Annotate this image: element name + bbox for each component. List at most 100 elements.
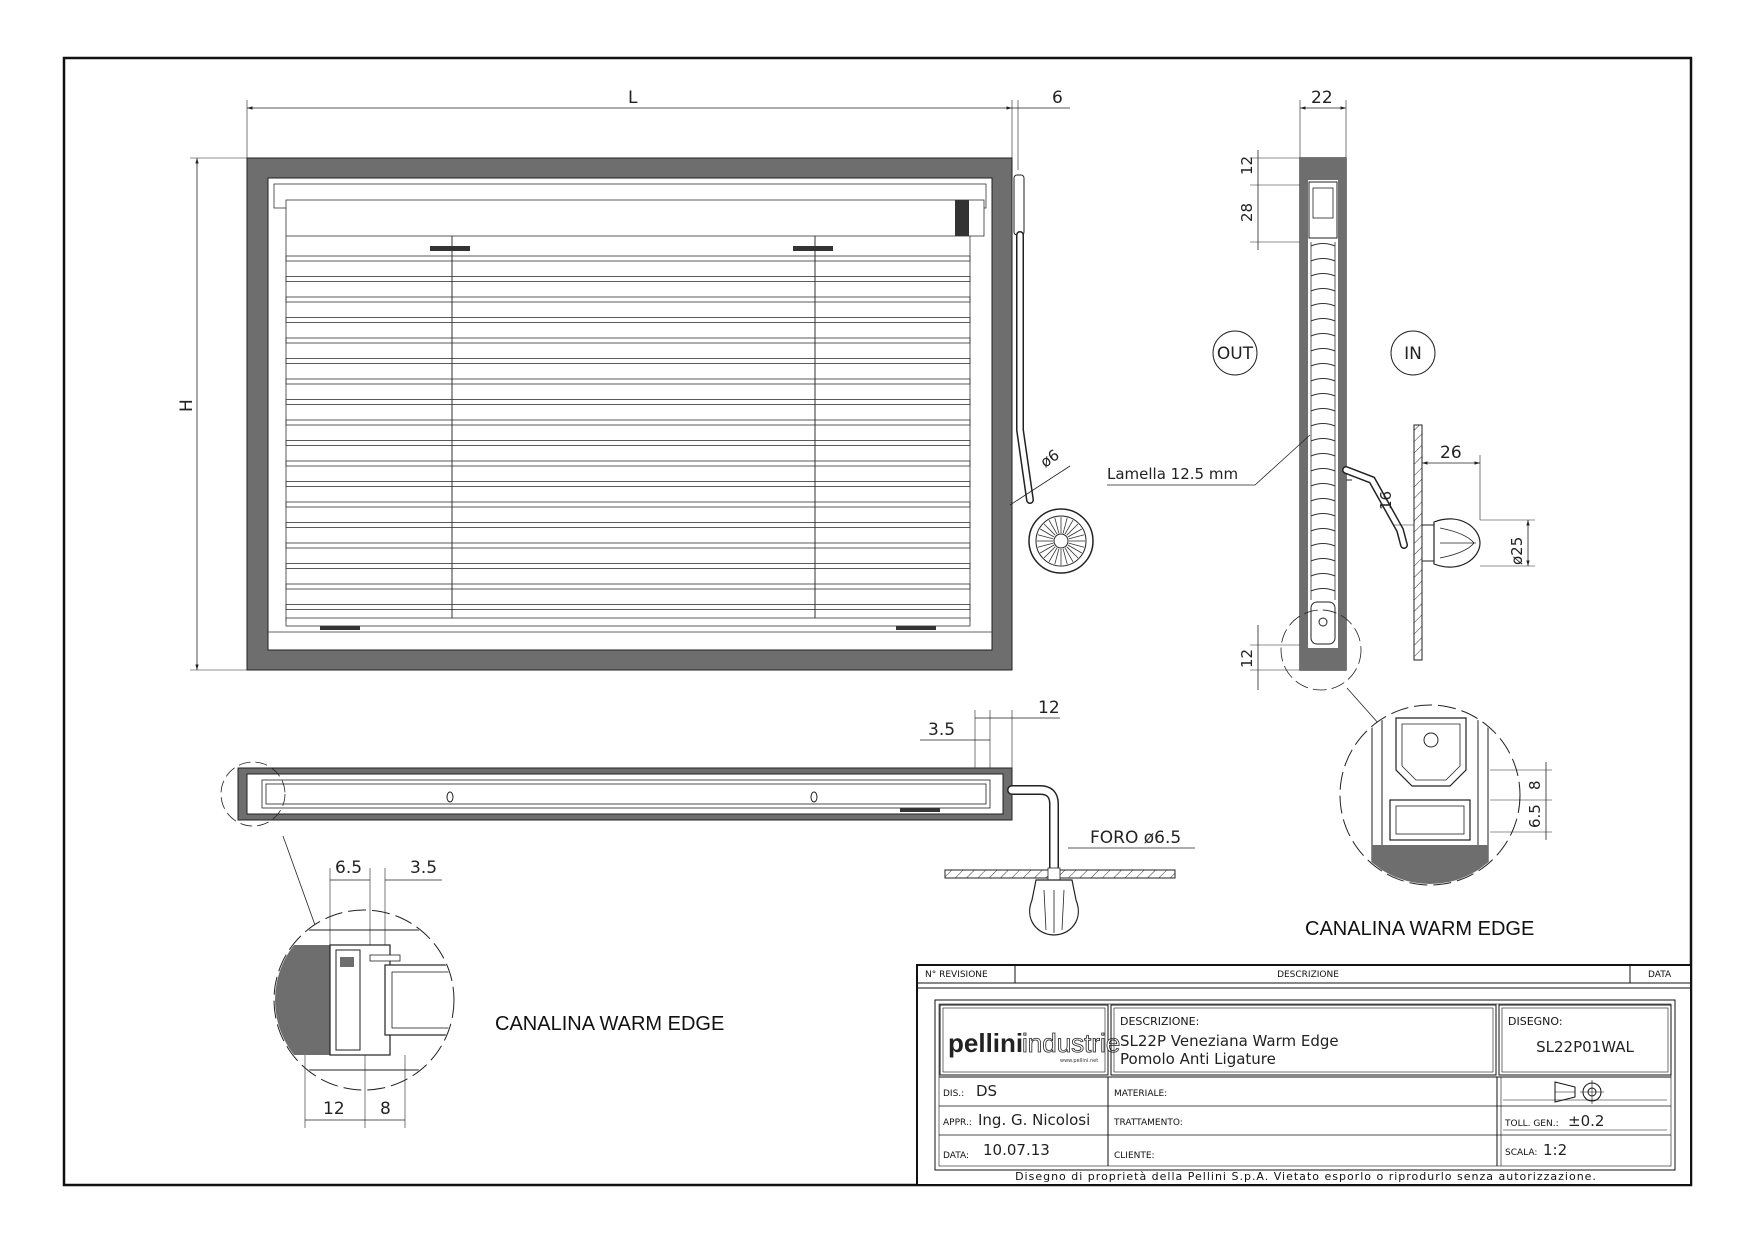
section-slat	[1310, 318, 1336, 322]
rev-header: N° REVISIONE	[925, 970, 988, 980]
logo-main: pellini	[948, 1028, 1023, 1058]
drawing-number: SL22P01WAL	[1536, 1038, 1634, 1056]
knob-plan	[1029, 879, 1079, 936]
label-out: OUT	[1212, 330, 1258, 376]
dim-depth-label: 22	[1311, 88, 1333, 108]
glass-area	[267, 177, 993, 651]
appr-label: APPR.:	[943, 1118, 972, 1128]
knob-ridge	[1054, 548, 1060, 565]
appr-value: Ing. G. Nicolosi	[978, 1111, 1090, 1129]
knob-ridge	[1040, 544, 1055, 554]
dim-top-b-label: 28	[1238, 203, 1256, 222]
slat	[285, 358, 971, 364]
slat	[285, 296, 971, 303]
dim-detail-left-c: 12	[323, 1099, 345, 1119]
section-slat	[1310, 543, 1336, 547]
date-label: DATA:	[943, 1151, 969, 1161]
knob-ridge	[1054, 517, 1060, 534]
section-slat	[1310, 348, 1336, 352]
dim-offset-label: 6	[1052, 88, 1063, 108]
knob-ridge	[1062, 548, 1068, 565]
knob-front	[1028, 508, 1094, 574]
material-label: MATERIALE:	[1114, 1089, 1167, 1099]
slat	[285, 563, 971, 569]
sheet-border	[62, 56, 1693, 1187]
knob-ridge	[1067, 544, 1082, 554]
knob-ridge	[1068, 534, 1085, 540]
section-slat	[1310, 288, 1336, 292]
slat	[285, 604, 971, 610]
section-slat	[1310, 363, 1336, 367]
knob-side	[1421, 518, 1481, 568]
slat	[285, 419, 971, 426]
section-slat	[1310, 483, 1336, 487]
label-in: IN	[1390, 330, 1436, 376]
front-view: L 6 H	[177, 88, 1094, 671]
slat	[285, 501, 971, 508]
logo-url: www.pellini.net	[1060, 1058, 1098, 1064]
slat	[285, 276, 971, 282]
scale-value: 1:2	[1543, 1141, 1567, 1159]
section-slat	[1310, 243, 1336, 247]
section-slat	[1310, 498, 1336, 502]
section-slat	[1310, 273, 1336, 277]
drawing-label: DISEGNO:	[1508, 1015, 1563, 1028]
dim-detail-right-b: 6.5	[1526, 804, 1544, 828]
ladder-cord	[1310, 242, 1336, 600]
dim-rod-label: ø6	[1037, 446, 1063, 471]
section-slat	[1310, 513, 1336, 517]
slat	[285, 481, 971, 487]
section-slats	[1310, 242, 1336, 600]
side-section: 22 12 28 12 OUT IN Lamella 12.5 mm	[1107, 88, 1535, 691]
dim-top-a-label: 12	[1238, 156, 1256, 175]
section-slat	[1310, 438, 1336, 442]
section-slat	[1310, 258, 1336, 262]
dim-detail-right-a: 8	[1526, 780, 1544, 790]
dim-detail-left-b: 3.5	[410, 858, 437, 878]
knob-ridge	[1064, 520, 1074, 535]
date-value: 10.07.13	[983, 1141, 1050, 1159]
knob-ridge	[1067, 528, 1082, 538]
scale-label: SCALA:	[1505, 1148, 1537, 1158]
knob-ridge	[1037, 534, 1054, 540]
tol-label: TOLL. GEN.:	[1504, 1119, 1559, 1129]
slat	[285, 337, 971, 344]
desc-header: DESCRIZIONE	[1277, 970, 1339, 980]
dis-value: DS	[976, 1082, 997, 1100]
slat	[285, 542, 971, 549]
detail-right-caption: CANALINA WARM EDGE	[1305, 918, 1534, 940]
client-label: CLIENTE:	[1114, 1151, 1155, 1161]
dim-height-label: H	[177, 399, 197, 412]
section-slat	[1310, 588, 1336, 592]
section-slat	[1310, 468, 1336, 472]
logo-sub: industrie	[1022, 1028, 1120, 1058]
knob-ridge	[1048, 520, 1058, 535]
slat	[285, 317, 971, 323]
section-slat	[1310, 303, 1336, 307]
date-header: DATA	[1648, 970, 1672, 980]
dim-width-label: L	[628, 88, 638, 108]
projection-symbol-icon	[1554, 1080, 1604, 1104]
slat	[285, 460, 971, 467]
tol-value: ±0.2	[1568, 1112, 1604, 1130]
dim-knob-offset-label: 16	[1377, 491, 1395, 510]
hole-label: FORO ø6.5	[1090, 828, 1181, 848]
slat	[285, 440, 971, 446]
desc-line1: SL22P Veneziana Warm Edge	[1120, 1032, 1339, 1050]
knob-ridge	[1043, 546, 1056, 559]
slat-label: Lamella 12.5 mm	[1107, 465, 1238, 483]
desc-line2: Pomolo Anti Ligature	[1120, 1050, 1276, 1068]
section-slat	[1310, 408, 1336, 412]
dis-label: DIS.:	[943, 1089, 964, 1099]
section-slat	[1310, 423, 1336, 427]
dim-knob-depth-label: 26	[1440, 443, 1462, 463]
section-slat	[1310, 573, 1336, 577]
plan-headrail	[265, 783, 987, 805]
svg-text:OUT: OUT	[1217, 344, 1254, 364]
dim-bottom-label: 12	[1238, 649, 1256, 668]
knob-ridge	[1040, 528, 1055, 538]
section-slat	[1310, 333, 1336, 337]
knob-ridge	[1062, 517, 1068, 534]
slat	[285, 255, 971, 262]
